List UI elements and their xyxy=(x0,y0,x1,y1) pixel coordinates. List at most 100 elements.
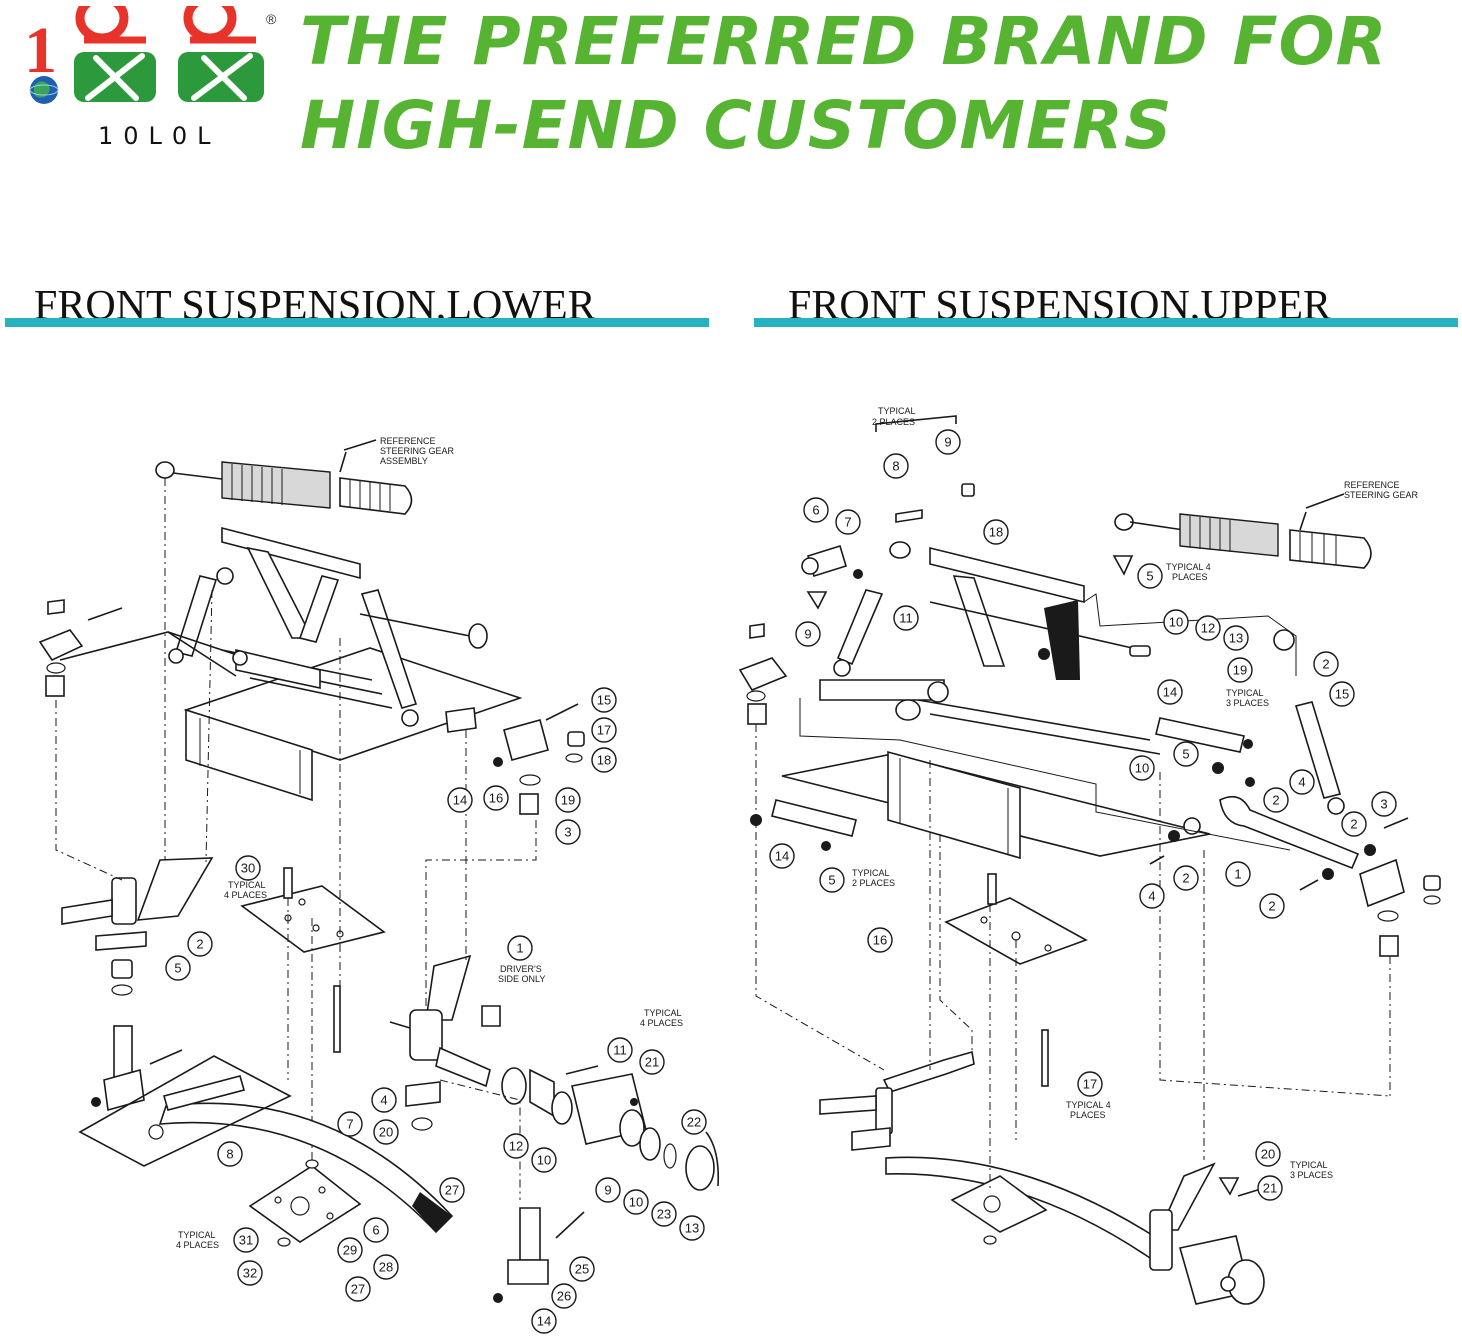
upper-callout-number: 9 xyxy=(944,435,951,450)
lower-callout-number: 1 xyxy=(516,941,523,956)
lower-callout-circle xyxy=(165,955,191,981)
lower-callout-number: 10 xyxy=(629,1195,643,1210)
upper-callout-number: 2 xyxy=(1322,657,1329,672)
lower-callout-circle xyxy=(373,1254,399,1280)
note-line: STEERING GEAR xyxy=(1344,490,1419,500)
svg-text:3 PLACES: 3 PLACES xyxy=(1290,1170,1333,1180)
arms-upper xyxy=(750,601,1441,957)
note-line: 2 PLACES xyxy=(872,417,915,427)
upper-callout-number: 17 xyxy=(1083,1077,1097,1092)
globe-icon xyxy=(29,76,59,104)
note-line: TYPICAL xyxy=(178,1230,216,1240)
lower-callout-number: 27 xyxy=(445,1183,459,1198)
lower-callout-number: 5 xyxy=(174,961,181,976)
plate-upper xyxy=(944,873,1088,1087)
lower-callout-number: 13 xyxy=(685,1221,699,1236)
upper-callout-number: 10 xyxy=(1169,615,1183,630)
spindle-left-lower xyxy=(61,857,214,1112)
lower-callout-circle xyxy=(555,819,581,845)
steering-gear-lower xyxy=(155,439,413,515)
upper-callout-number: 2 xyxy=(1268,899,1275,914)
notes-lower: REFERENCE STEERING GEAR ASSEMBLY TYPICAL… xyxy=(176,436,683,1250)
shock-absorbers-lower xyxy=(168,567,419,727)
lower-callout-number: 17 xyxy=(597,723,611,738)
svg-text:3 PLACES: 3 PLACES xyxy=(1226,698,1269,708)
plate-upper-lower xyxy=(240,867,386,1160)
lower-callout-circle xyxy=(679,1215,705,1241)
lower-callout-circle xyxy=(591,747,617,773)
lower-callout-number: 20 xyxy=(379,1125,393,1140)
upper-callout-circle xyxy=(893,605,919,631)
svg-text:SIDE ONLY: SIDE ONLY xyxy=(498,974,545,984)
lower-callout-circle xyxy=(681,1109,707,1135)
plate-lower-lower xyxy=(248,1159,362,1247)
lower-callout-number: 7 xyxy=(346,1117,353,1132)
svg-text:PLACES: PLACES xyxy=(1070,1110,1106,1120)
upper-callout-circle xyxy=(1139,883,1165,909)
lower-callout-circle xyxy=(531,1147,557,1173)
note-line: TYPICAL 4 xyxy=(1166,562,1211,572)
a-arms-lower xyxy=(59,613,488,733)
note-line: REFERENCE xyxy=(1344,480,1400,490)
note-line: TYPICAL xyxy=(644,1008,682,1018)
hardware-right-lower xyxy=(493,703,585,815)
svg-text:2 PLACES: 2 PLACES xyxy=(872,417,915,427)
upper-callout-number: 13 xyxy=(1229,631,1243,646)
hardware-left-lower xyxy=(38,599,123,697)
lower-callout-circle xyxy=(483,785,509,811)
section-underline-upper xyxy=(754,318,1458,327)
upper-callout-number: 5 xyxy=(1146,569,1153,584)
lower-callout-number: 19 xyxy=(561,793,575,808)
svg-text:ASSEMBLY: ASSEMBLY xyxy=(380,456,428,466)
lower-callout-number: 26 xyxy=(557,1289,571,1304)
upper-callout-circle xyxy=(1173,741,1199,767)
logo-block-left xyxy=(74,0,156,102)
lower-callout-number: 2 xyxy=(196,937,203,952)
lower-callout-circle xyxy=(531,1308,557,1334)
upper-callout-number: 20 xyxy=(1261,1147,1275,1162)
notes-upper: TYPICAL 2 PLACES REFERENCE STEERING GEAR… xyxy=(852,406,1419,1180)
lower-callout-number: 22 xyxy=(687,1115,701,1130)
note-line: SIDE ONLY xyxy=(498,974,545,984)
upper-callout-circle xyxy=(835,509,861,535)
upper-callout-circle xyxy=(1313,651,1339,677)
note-line: TYPICAL xyxy=(228,880,266,890)
upper-callout-circle xyxy=(803,497,829,523)
upper-callout-circle xyxy=(1259,893,1285,919)
note-line: TYPICAL xyxy=(852,868,890,878)
svg-text:REFERENCE: REFERENCE xyxy=(380,436,436,446)
upper-callout-number: 7 xyxy=(844,515,851,530)
registered-mark: ® xyxy=(266,11,277,27)
bracket-typical-2-top xyxy=(875,415,957,432)
lower-callout-number: 16 xyxy=(489,791,503,806)
note-line: 4 PLACES xyxy=(640,1018,683,1028)
upper-callout-circle xyxy=(1257,1175,1283,1201)
upper-callout-number: 3 xyxy=(1380,797,1387,812)
svg-text:2 PLACES: 2 PLACES xyxy=(852,878,895,888)
svg-text:TYPICAL 4: TYPICAL 4 xyxy=(1066,1100,1111,1110)
note-line: TYPICAL xyxy=(1226,688,1264,698)
lower-callout-circle xyxy=(639,1049,665,1075)
note-line: 4 PLACES xyxy=(176,1240,219,1250)
svg-text:TYPICAL: TYPICAL xyxy=(644,1008,682,1018)
upper-callout-number: 9 xyxy=(804,627,811,642)
note-line: TYPICAL xyxy=(1290,1160,1328,1170)
lower-callout-circle xyxy=(345,1276,371,1302)
upper-callout-circle xyxy=(883,453,909,479)
lower-callout-number: 12 xyxy=(509,1139,523,1154)
lower-callout-circle xyxy=(237,1260,263,1286)
lower-callout-number: 32 xyxy=(243,1266,257,1281)
lower-callout-number: 30 xyxy=(241,861,255,876)
note-line: PLACES xyxy=(1070,1110,1106,1120)
upper-callout-number: 18 xyxy=(989,525,1003,540)
leaf-spring-lower xyxy=(78,1055,454,1234)
note-line: 3 PLACES xyxy=(1290,1170,1333,1180)
axle-upper xyxy=(819,1050,1265,1305)
note-line: 4 PLACES xyxy=(224,890,267,900)
upper-callout-number: 2 xyxy=(1350,817,1357,832)
upper-callout-circle xyxy=(1329,681,1355,707)
upper-callout-circle xyxy=(1225,861,1251,887)
upper-callout-number: 6 xyxy=(812,503,819,518)
svg-text:TYPICAL: TYPICAL xyxy=(1226,688,1264,698)
